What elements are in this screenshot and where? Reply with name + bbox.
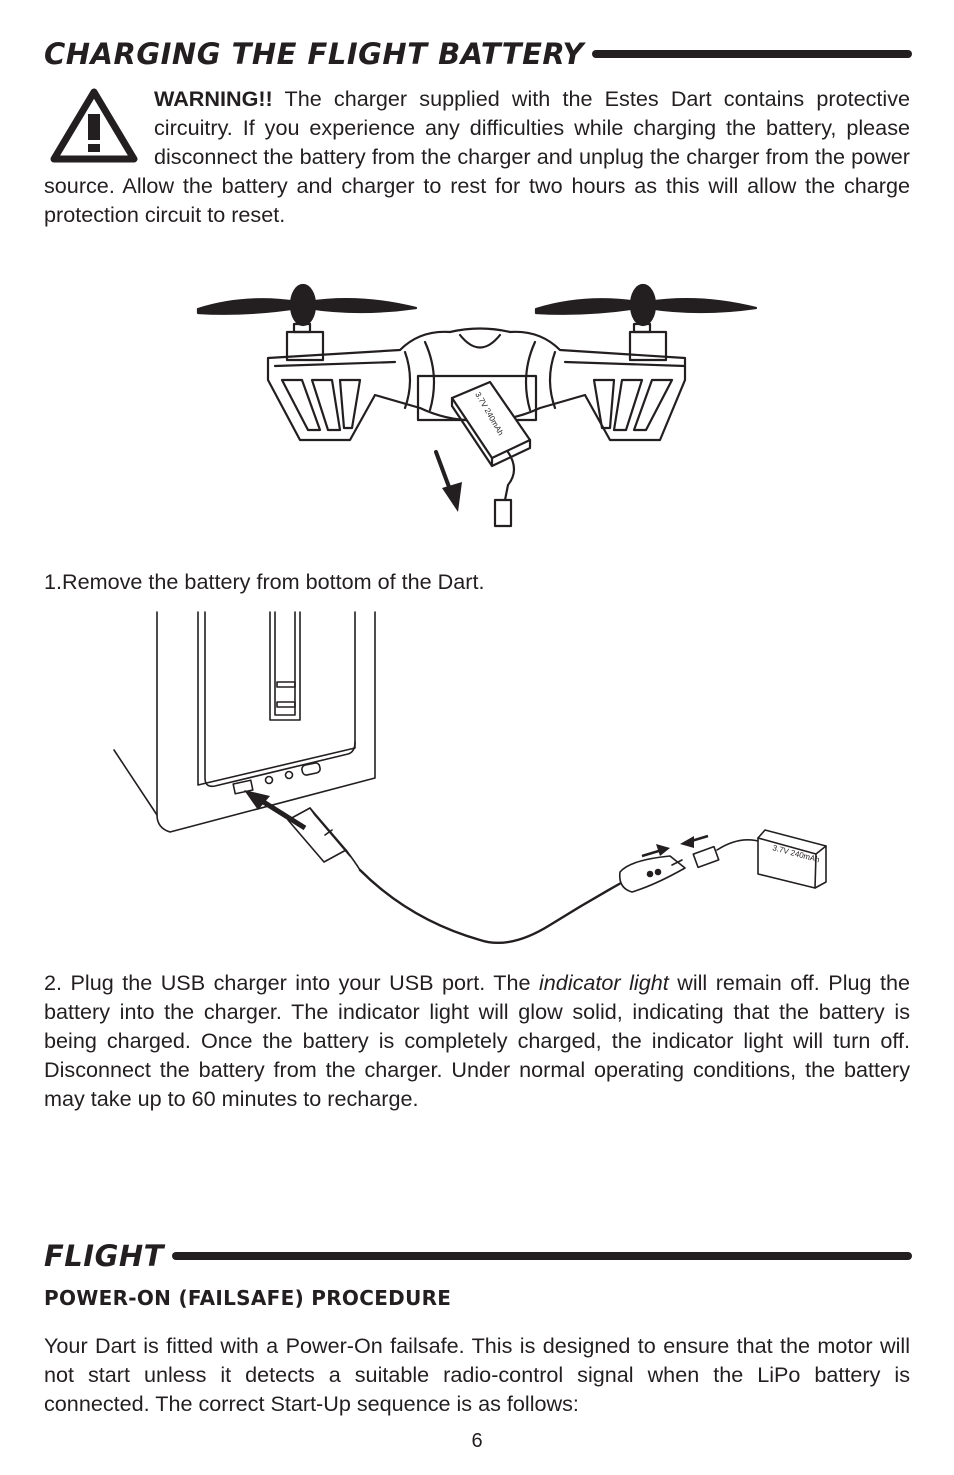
page-number: 6 xyxy=(471,1430,483,1452)
indicator-light-term: indicator light xyxy=(539,970,669,995)
charging-heading-row: CHARGING THE FLIGHT BATTERY xyxy=(44,37,912,71)
warning-paragraph: WARNING!! The charger supplied with the … xyxy=(44,84,910,229)
flight-heading-row: FLIGHT xyxy=(44,1239,912,1273)
flight-section-title: FLIGHT xyxy=(44,1239,164,1273)
usb-charging-illustration: 3.7V 240mAh xyxy=(113,611,827,944)
failsafe-subheading: POWER-ON (FAILSAFE) PROCEDURE xyxy=(44,1286,452,1310)
heading-rule xyxy=(171,1252,912,1260)
step-2-text-start: 2. Plug the USB charger into your USB po… xyxy=(44,970,539,995)
heading-rule xyxy=(592,50,912,58)
warning-text: The charger supplied with the Estes Dart… xyxy=(44,86,910,227)
warning-label: WARNING!! xyxy=(154,86,273,111)
charging-section-title: CHARGING THE FLIGHT BATTERY xyxy=(44,37,585,71)
drone-battery-removal-illustration: 3.7V 240mAh xyxy=(196,283,758,528)
step-2-text-end: will remain off. Plug the battery into t… xyxy=(44,970,911,1111)
step-1-text: 1.Remove the battery from bottom of the … xyxy=(44,569,485,594)
step-2-paragraph: 2. Plug the USB charger into your USB po… xyxy=(44,968,910,1113)
icon-float-space xyxy=(44,84,154,168)
failsafe-paragraph: Your Dart is fitted with a Power-On fail… xyxy=(44,1333,910,1416)
warning-triangle-icon xyxy=(50,88,138,163)
